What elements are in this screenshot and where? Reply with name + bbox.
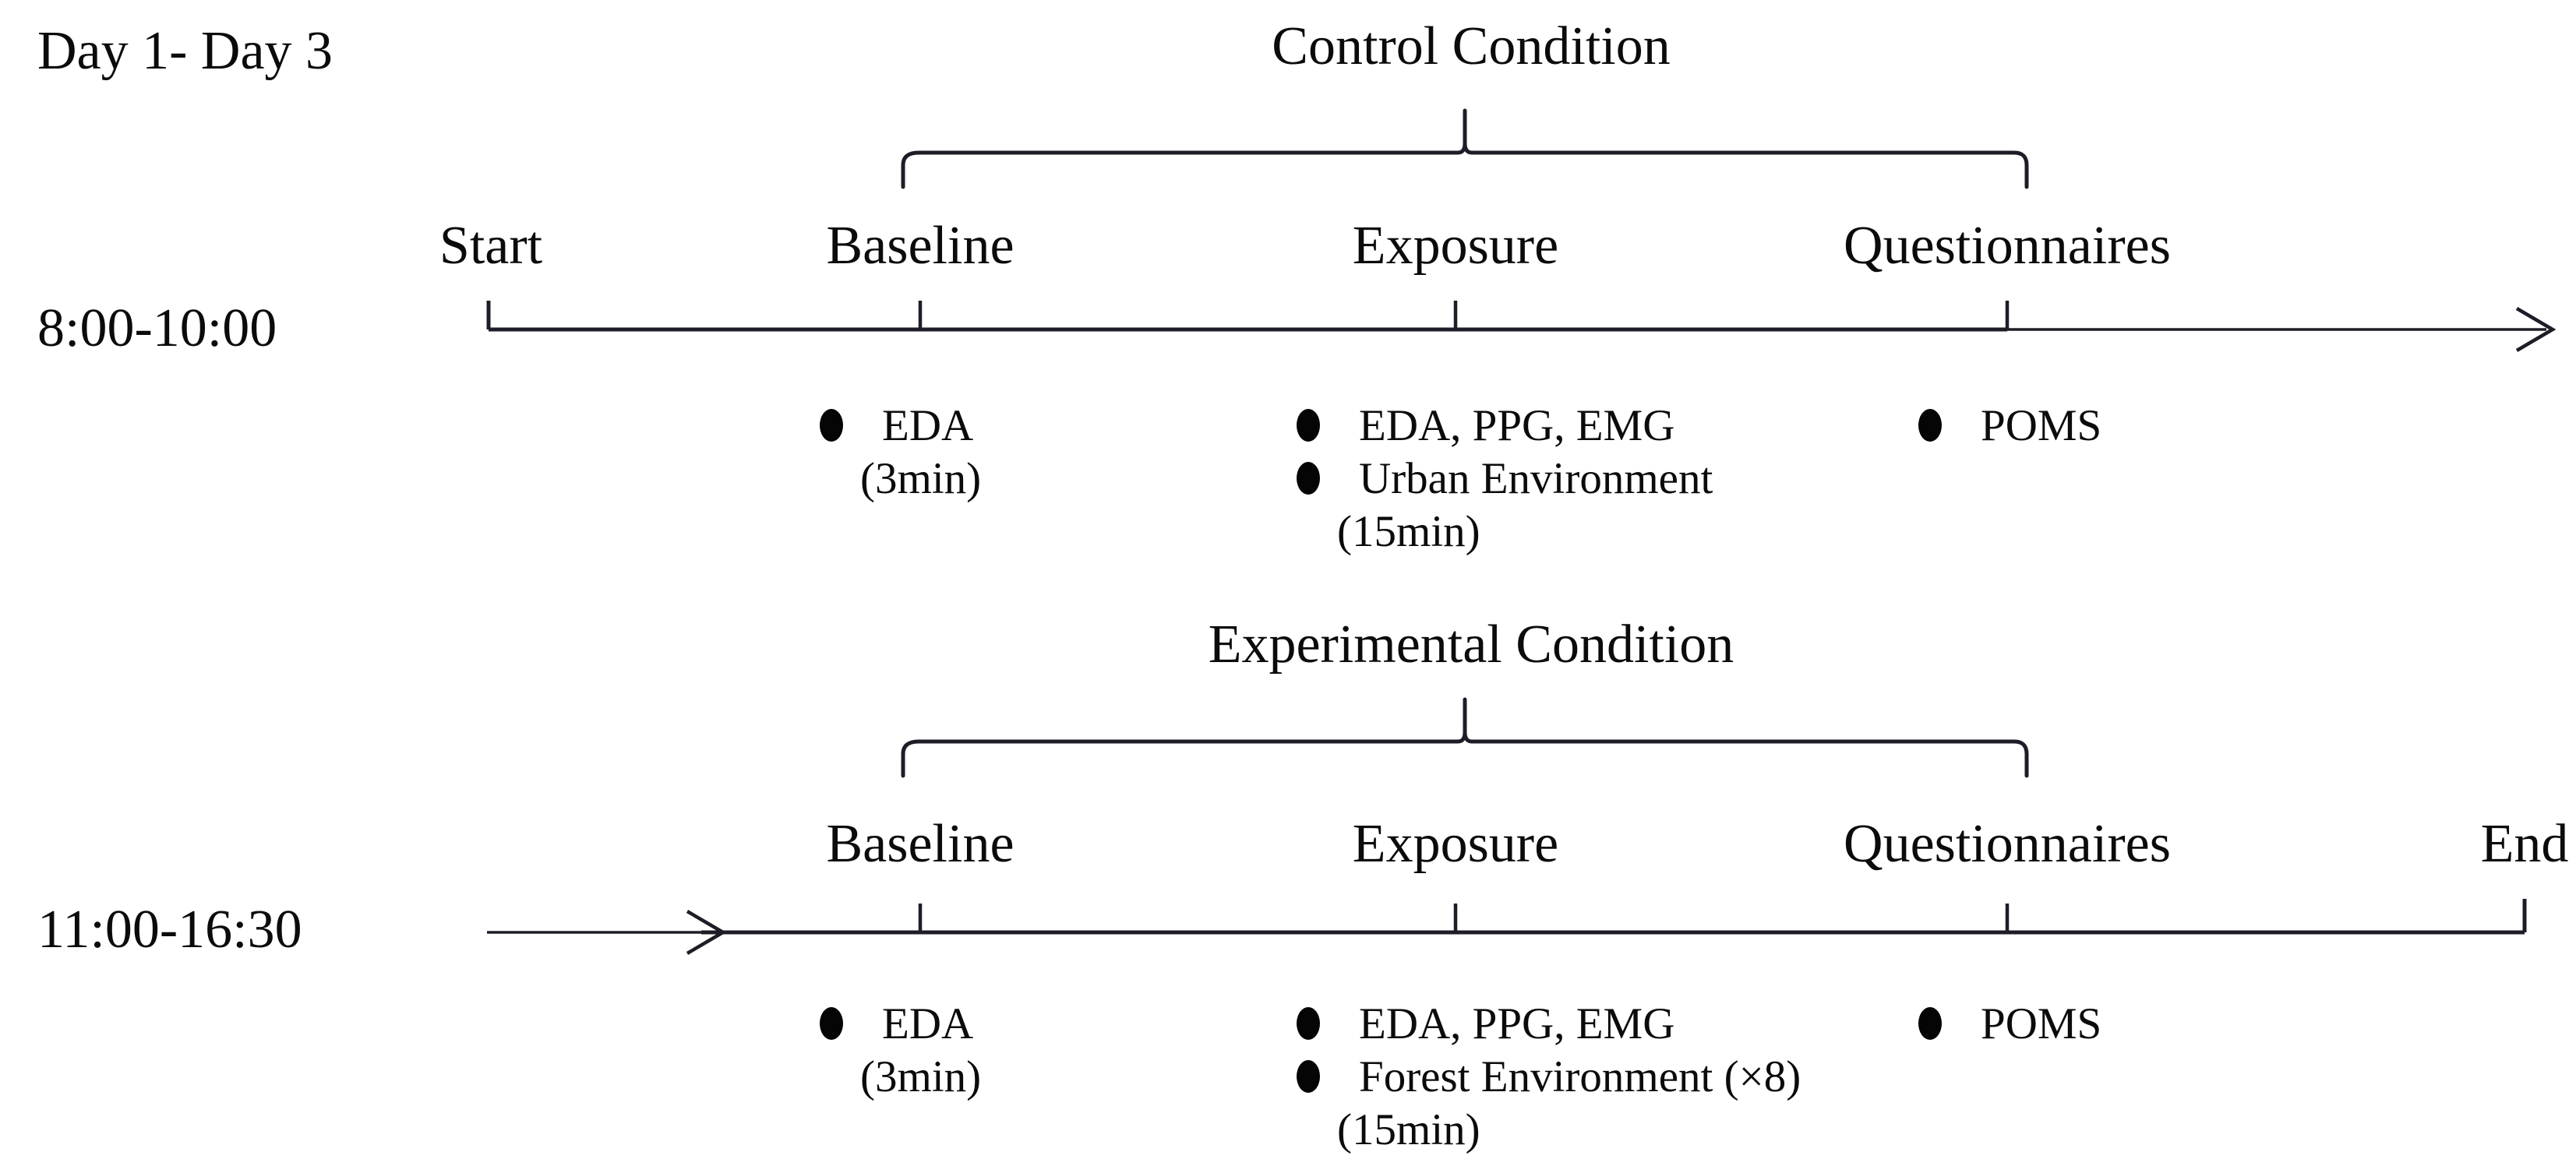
control-stage-baseline: Baseline [826, 216, 1015, 276]
measure-label: Forest Environment (×8) [1359, 1052, 1801, 1101]
control-stage-questionnaires: Questionnaires [1844, 216, 2171, 276]
control-stage-exposure: Exposure [1352, 216, 1559, 276]
control-timeline [486, 301, 2557, 352]
bullet-dot-icon [1918, 1007, 1942, 1040]
experimental-condition-title: Experimental Condition [1208, 615, 1734, 675]
measure-label: POMS [1981, 999, 2102, 1048]
bullet-dot-icon [820, 409, 843, 442]
bullet-dot-icon [820, 1007, 843, 1040]
list-item: EDA, PPG, EMG [1297, 997, 1801, 1050]
bullet-dot-icon [1297, 1007, 1320, 1040]
measure-label: Urban Environment [1359, 453, 1713, 503]
experimental-stage-baseline: Baseline [826, 814, 1015, 874]
duration-label: (15min) [1337, 1104, 1480, 1154]
list-item: EDA [820, 997, 981, 1050]
arrow-right-icon [2515, 307, 2557, 352]
experimental-stage-end: End [2480, 814, 2569, 874]
measure-label: EDA [882, 400, 974, 450]
bullet-dot-icon [1297, 409, 1320, 442]
control-time-range: 8:00-10:00 [37, 298, 277, 358]
control-baseline-measures: EDA (3min) [820, 399, 981, 505]
experimental-exposure-measures: EDA, PPG, EMG Forest Environment (×8) (1… [1297, 997, 1801, 1156]
bullet-dot-icon [1297, 462, 1320, 495]
experimental-stage-questionnaires: Questionnaires [1844, 814, 2171, 874]
experimental-baseline-measures: EDA (3min) [820, 997, 981, 1103]
control-condition-title: Control Condition [1272, 16, 1671, 76]
list-item: EDA, PPG, EMG [1297, 399, 1713, 452]
control-exposure-measures: EDA, PPG, EMG Urban Environment (15min) [1297, 399, 1713, 558]
list-item: POMS [1918, 997, 2101, 1050]
control-brace [901, 108, 2029, 189]
measure-label: POMS [1981, 400, 2102, 450]
duration-label: (15min) [1337, 506, 1480, 556]
measure-label: EDA, PPG, EMG [1359, 999, 1675, 1048]
experimental-questionnaire-measures: POMS [1918, 997, 2101, 1050]
list-item: EDA [820, 399, 981, 452]
list-item: Urban Environment [1297, 452, 1713, 505]
duration-label: (3min) [860, 1052, 982, 1101]
experimental-stage-exposure: Exposure [1352, 814, 1559, 874]
control-stage-start: Start [439, 216, 543, 276]
experimental-time-range: 11:00-16:30 [37, 900, 302, 960]
experimental-timeline [487, 899, 2527, 955]
bullet-dot-icon [1297, 1060, 1320, 1093]
duration-label: (3min) [860, 453, 982, 503]
list-item: POMS [1918, 399, 2101, 452]
day-range-label: Day 1- Day 3 [37, 21, 333, 81]
experimental-brace [901, 697, 2029, 778]
control-questionnaire-measures: POMS [1918, 399, 2101, 452]
control-brace-path [901, 108, 2029, 189]
bullet-dot-icon [1918, 409, 1942, 442]
list-item: Forest Environment (×8) [1297, 1050, 1801, 1103]
measure-label: EDA, PPG, EMG [1359, 400, 1675, 450]
experimental-brace-path [901, 697, 2029, 778]
measure-label: EDA [882, 999, 974, 1048]
